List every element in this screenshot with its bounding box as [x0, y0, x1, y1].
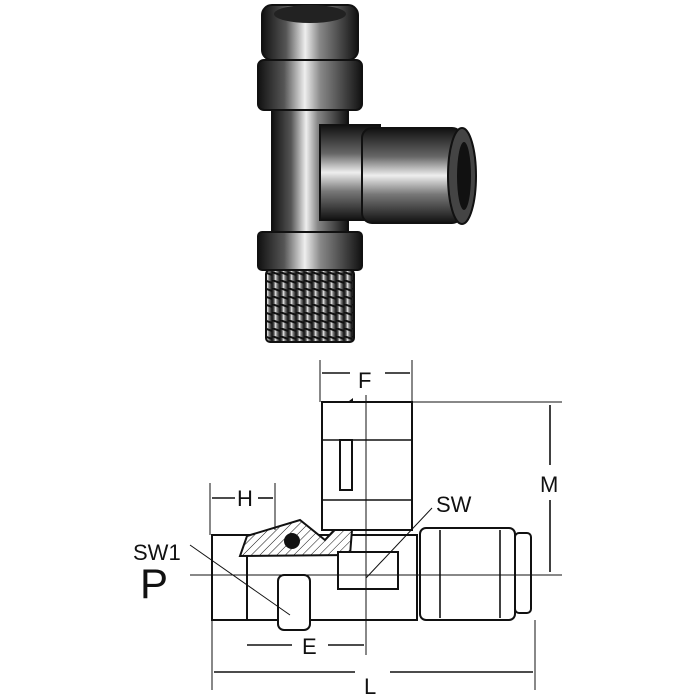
label-F: F — [358, 368, 371, 393]
section-drawing — [189, 360, 562, 690]
label-H: H — [237, 486, 253, 511]
product-photo — [257, 4, 477, 343]
label-SW: SW — [436, 492, 472, 517]
label-P: P — [140, 560, 168, 607]
label-M: M — [540, 472, 558, 497]
label-E: E — [302, 634, 317, 659]
label-L: L — [364, 674, 376, 699]
label-SW1: SW1 — [133, 540, 181, 565]
